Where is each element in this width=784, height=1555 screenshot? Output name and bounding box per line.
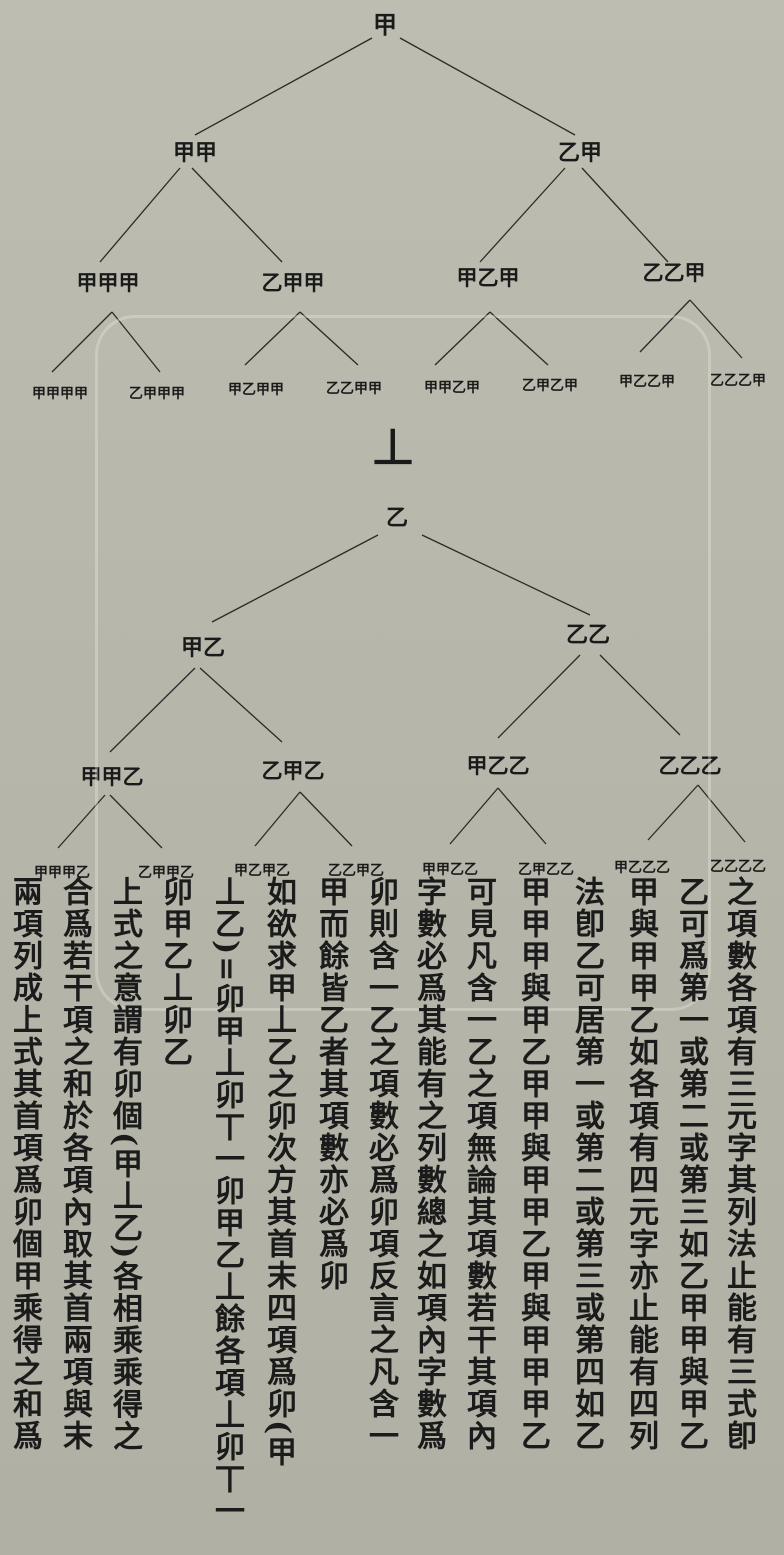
top-tree-nodes: 甲 甲甲 乙甲 甲甲甲 乙甲甲 甲乙甲 乙乙甲 甲甲甲甲 乙甲甲甲 甲乙甲甲 乙… (32, 10, 766, 402)
text-column: 甲甲甲與甲乙甲甲與甲甲乙甲與甲甲甲乙 (515, 876, 550, 1452)
text-column: 甲而餘皆乙者其項數亦必爲卯 (313, 876, 348, 1292)
tree-leaf: 甲甲乙乙 (422, 862, 478, 878)
text-column: 丄乙)=卯甲丄卯丅一卯甲乙丄餘各項丄卯丅一 (209, 876, 244, 1528)
tree-node: 甲甲 (173, 140, 217, 166)
tree-leaf: 甲甲甲甲 (32, 386, 88, 402)
tree-node: 甲 (373, 10, 397, 39)
tree-leaf: 甲甲乙甲 (424, 380, 480, 396)
text-column: 卯甲乙丄卯乙 (157, 876, 192, 1068)
tree-leaf: 乙乙乙乙 (710, 859, 766, 875)
text-column: 甲與甲甲乙如各項有四元字亦止能有四列 (623, 876, 658, 1452)
bottom-tree-edges (57, 534, 746, 849)
tree-node: 甲甲乙 (81, 764, 144, 789)
tree-node: 乙乙甲 (643, 260, 706, 285)
tree-leaf: 乙甲甲乙 (138, 865, 194, 880)
tree-leaf: 乙甲乙乙 (518, 862, 574, 878)
combination-tree-diagram: 甲 甲甲 乙甲 甲甲甲 乙甲甲 甲乙甲 乙乙甲 甲甲甲甲 乙甲甲甲 甲乙甲甲 乙… (32, 10, 766, 880)
tree-node: 甲乙 (181, 635, 225, 661)
tree-leaf: 乙乙甲乙 (328, 863, 384, 879)
plus-symbol: 丄 (373, 425, 413, 472)
text-column: 上式之意謂有卯個(甲丄乙)各相乘乘得之 (107, 876, 142, 1453)
tree-leaf: 乙乙甲甲 (326, 381, 382, 397)
tree-node: 乙甲乙 (262, 758, 325, 783)
bottom-tree-nodes: 乙 甲乙 乙乙 甲甲乙 乙甲乙 甲乙乙 乙乙乙 甲甲甲乙 乙甲甲乙 甲乙甲乙 乙… (34, 505, 766, 880)
text-column: 合爲若干項之和於各項內取其首兩項與末 (57, 876, 92, 1452)
text-column: 之項數各項有三元字其列法止能有三式卽 (721, 876, 756, 1452)
tree-node: 乙甲 (558, 140, 602, 166)
tree-leaf: 甲乙甲甲 (228, 382, 284, 398)
tree-leaf: 甲甲甲乙 (34, 865, 90, 880)
text-column: 乙可爲第一或第二或第三如乙甲甲與甲乙 (673, 876, 708, 1452)
tree-leaf: 甲乙甲乙 (234, 863, 290, 879)
tree-leaf: 乙甲甲甲 (129, 386, 185, 402)
tree-leaf: 甲乙乙甲 (619, 374, 675, 390)
text-column: 卯則含一乙之項數必爲卯項反言之凡含一 (363, 876, 398, 1452)
tree-node: 乙甲甲 (262, 270, 325, 295)
tree-node: 甲乙甲 (457, 265, 520, 290)
text-column: 法卽乙可居第一或第二或第三或第四如乙 (569, 876, 604, 1452)
tree-node: 乙乙 (566, 622, 610, 648)
tree-leaf: 乙甲乙甲 (522, 378, 578, 394)
text-column: 字數必爲其能有之列數總之如項內字數爲 (411, 876, 446, 1452)
top-tree-edges (51, 37, 743, 373)
vertical-text-body: 之項數各項有三元字其列法止能有三式卽 乙可爲第一或第二或第三如乙甲甲與甲乙 甲與… (0, 876, 784, 1555)
text-column: 可見凡含一乙之項無論其項數若干其項內 (461, 876, 496, 1452)
tree-node: 甲乙乙 (467, 753, 530, 778)
tree-node: 甲甲甲 (77, 270, 140, 295)
text-column: 如欲求甲丄乙之卯次方其首末四項爲卯(甲 (261, 876, 296, 1469)
tree-node: 乙乙乙 (659, 753, 722, 778)
tree-leaf: 乙乙乙甲 (710, 373, 766, 389)
tree-node: 乙 (386, 505, 408, 531)
text-column: 兩項列成上式其首項爲卯個甲乘得之和爲 (7, 876, 42, 1452)
tree-leaf: 甲乙乙乙 (614, 860, 670, 876)
